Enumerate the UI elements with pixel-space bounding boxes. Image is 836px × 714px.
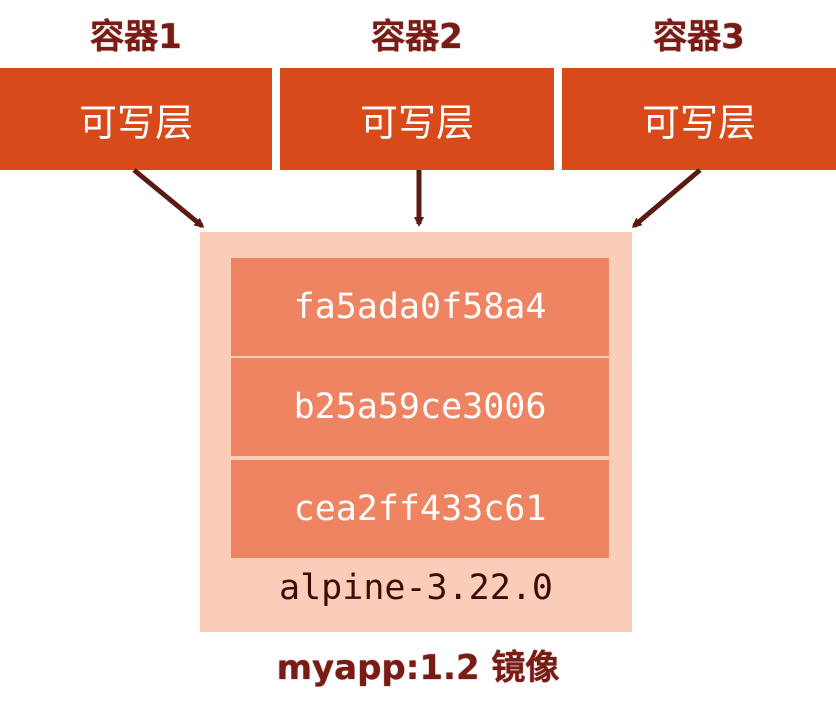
writable-layer-label: 可写层	[78, 100, 193, 145]
image-layer-id: fa5ada0f58a4	[293, 287, 547, 327]
image-name: myapp:1.2 镜像	[276, 648, 560, 688]
container-1-writable-layer: 可写层	[0, 68, 272, 170]
container-2-writable-layer: 可写层	[280, 68, 554, 170]
container-3-writable-layer: 可写层	[562, 68, 836, 170]
image-layer-1: fa5ada0f58a4	[231, 258, 609, 356]
image-box: fa5ada0f58a4 b25a59ce3006 cea2ff433c61 a…	[200, 232, 632, 632]
writable-layer-label: 可写层	[641, 100, 756, 145]
container-2-title: 容器2	[371, 17, 463, 57]
container-3-title: 容器3	[653, 17, 745, 57]
image-layer-2: b25a59ce3006	[231, 358, 609, 456]
image-layer-3: cea2ff433c61	[231, 460, 609, 558]
base-image: alpine-3.22.0	[200, 560, 632, 616]
container-1-title: 容器1	[90, 17, 182, 57]
image-layer-id: b25a59ce3006	[293, 387, 547, 427]
arrow-container-3	[631, 168, 702, 228]
base-image-label: alpine-3.22.0	[279, 568, 553, 608]
image-layer-id: cea2ff433c61	[293, 489, 547, 529]
arrow-container-1	[132, 168, 205, 228]
writable-layer-label: 可写层	[359, 100, 474, 145]
